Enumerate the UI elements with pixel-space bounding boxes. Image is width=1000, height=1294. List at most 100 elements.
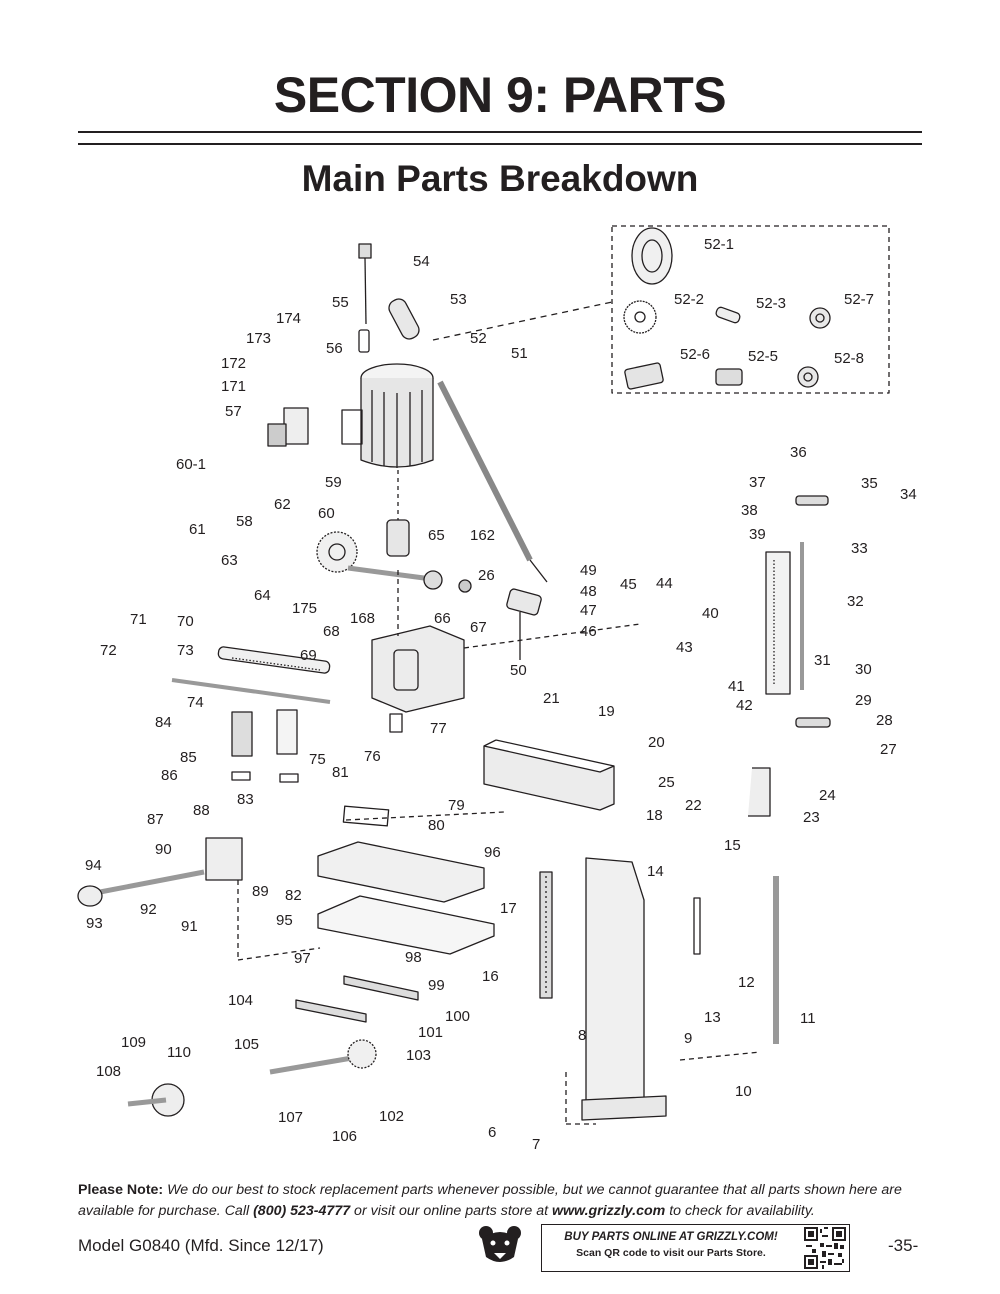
part-label: 28 [876, 712, 893, 729]
title-rule-top [78, 131, 922, 133]
part-label: 104 [228, 992, 253, 1009]
part-label: 15 [724, 837, 741, 854]
part-label: 100 [445, 1008, 470, 1025]
page-number: -35- [888, 1236, 919, 1255]
availability-note: Please Note: We do our best to stock rep… [78, 1180, 928, 1222]
base-part [581, 1095, 667, 1121]
assembly-line [463, 623, 641, 649]
part-label: 52-8 [834, 350, 864, 367]
part-label: 23 [803, 809, 820, 826]
bushing-part [423, 570, 443, 590]
fence-rail-edge [483, 739, 497, 747]
fence-rail-edge [495, 739, 615, 767]
part-label: 21 [543, 690, 560, 707]
part-label: 110 [167, 1044, 191, 1061]
part-label: 48 [580, 583, 597, 600]
bracket-22-part [748, 767, 771, 817]
switch-box-part [283, 407, 309, 445]
inset-callout-line [432, 301, 613, 341]
part-label: 97 [294, 950, 311, 967]
part-label: 109 [121, 1034, 146, 1051]
part-label: 49 [580, 562, 597, 579]
rack-16-part [539, 871, 553, 999]
part-label: 52-3 [756, 295, 786, 312]
part-label: 72 [100, 642, 117, 659]
part-label: 54 [413, 253, 430, 270]
rack-frame-part [765, 551, 791, 695]
part-label: 52-5 [748, 348, 778, 365]
part-label: 108 [96, 1063, 121, 1080]
page-subtitle: Main Parts Breakdown [301, 158, 699, 199]
fan-cover-grill [641, 239, 663, 273]
switch-part [267, 423, 287, 447]
part-label: 85 [180, 749, 197, 766]
part-label: 19 [598, 703, 615, 720]
part-label: 30 [855, 661, 872, 678]
qr-code[interactable] [804, 1227, 846, 1269]
part-label: 87 [147, 811, 164, 828]
crank-block-part [205, 837, 243, 881]
part-label: 95 [276, 912, 293, 929]
pinion-part [458, 579, 472, 593]
part-label: 89 [252, 883, 269, 900]
buy-parts-subtext: Scan QR code to visit our Parts Store. [576, 1247, 766, 1259]
assembly-line [237, 947, 321, 961]
part-label: 106 [332, 1128, 357, 1145]
plug-part [358, 243, 372, 259]
part-label: 60-1 [176, 456, 206, 473]
part-label: 102 [379, 1108, 404, 1125]
motor-parts-inset [611, 225, 890, 394]
crank-shaft-part [99, 869, 205, 895]
part-label: 79 [448, 797, 465, 814]
part-label: 22 [685, 797, 702, 814]
grizzly-bear-logo [479, 1226, 521, 1262]
part-label: 31 [814, 652, 831, 669]
part-label: 83 [237, 791, 254, 808]
assembly-line [679, 1051, 761, 1061]
part-label: 32 [847, 593, 864, 610]
note-text-3: to check for availability. [665, 1203, 815, 1219]
part-label: 47 [580, 602, 597, 619]
gear-102-part [347, 1039, 377, 1069]
lock-pin-part [795, 495, 829, 506]
part-label: 27 [880, 741, 897, 758]
part-label: 66 [434, 610, 451, 627]
part-label: 36 [790, 444, 807, 461]
part-label: 173 [246, 330, 271, 347]
part-label: 175 [292, 600, 317, 617]
column-upright-part [585, 857, 645, 1109]
part-label: 63 [221, 552, 238, 569]
part-label: 101 [418, 1024, 443, 1041]
fan-cover-part [631, 227, 673, 285]
part-label: 25 [658, 774, 675, 791]
bearing-52-7 [809, 307, 831, 329]
part-label: 29 [855, 692, 872, 709]
fan-part [623, 300, 657, 334]
motor-junction-box [341, 409, 363, 445]
column-end [529, 559, 548, 583]
part-label: 44 [656, 575, 673, 592]
footer-model: Model G0840 (Mfd. Since 12/17) [78, 1236, 324, 1255]
part-label: 52-6 [680, 346, 710, 363]
part-label: 18 [646, 807, 663, 824]
title-rule-bottom [78, 143, 922, 145]
pivot-shaft-part [171, 678, 331, 704]
part-label: 84 [155, 714, 172, 731]
part-label: 52-2 [674, 291, 704, 308]
head-bore [393, 649, 419, 691]
part-label: 61 [189, 521, 206, 538]
part-label: 12 [738, 974, 755, 991]
switch-plate-part [715, 368, 743, 386]
note-text-2: or visit our online parts store at [350, 1203, 552, 1219]
clamp-bar-part [343, 975, 419, 1001]
part-label: 168 [350, 610, 375, 627]
part-label: 57 [225, 403, 242, 420]
note-website-link[interactable]: www.grizzly.com [551, 1203, 666, 1219]
part-label: 20 [648, 734, 665, 751]
part-label: 75 [309, 751, 326, 768]
part-label: 71 [130, 611, 147, 628]
chuck-part [386, 519, 410, 557]
part-label: 60 [318, 505, 335, 522]
